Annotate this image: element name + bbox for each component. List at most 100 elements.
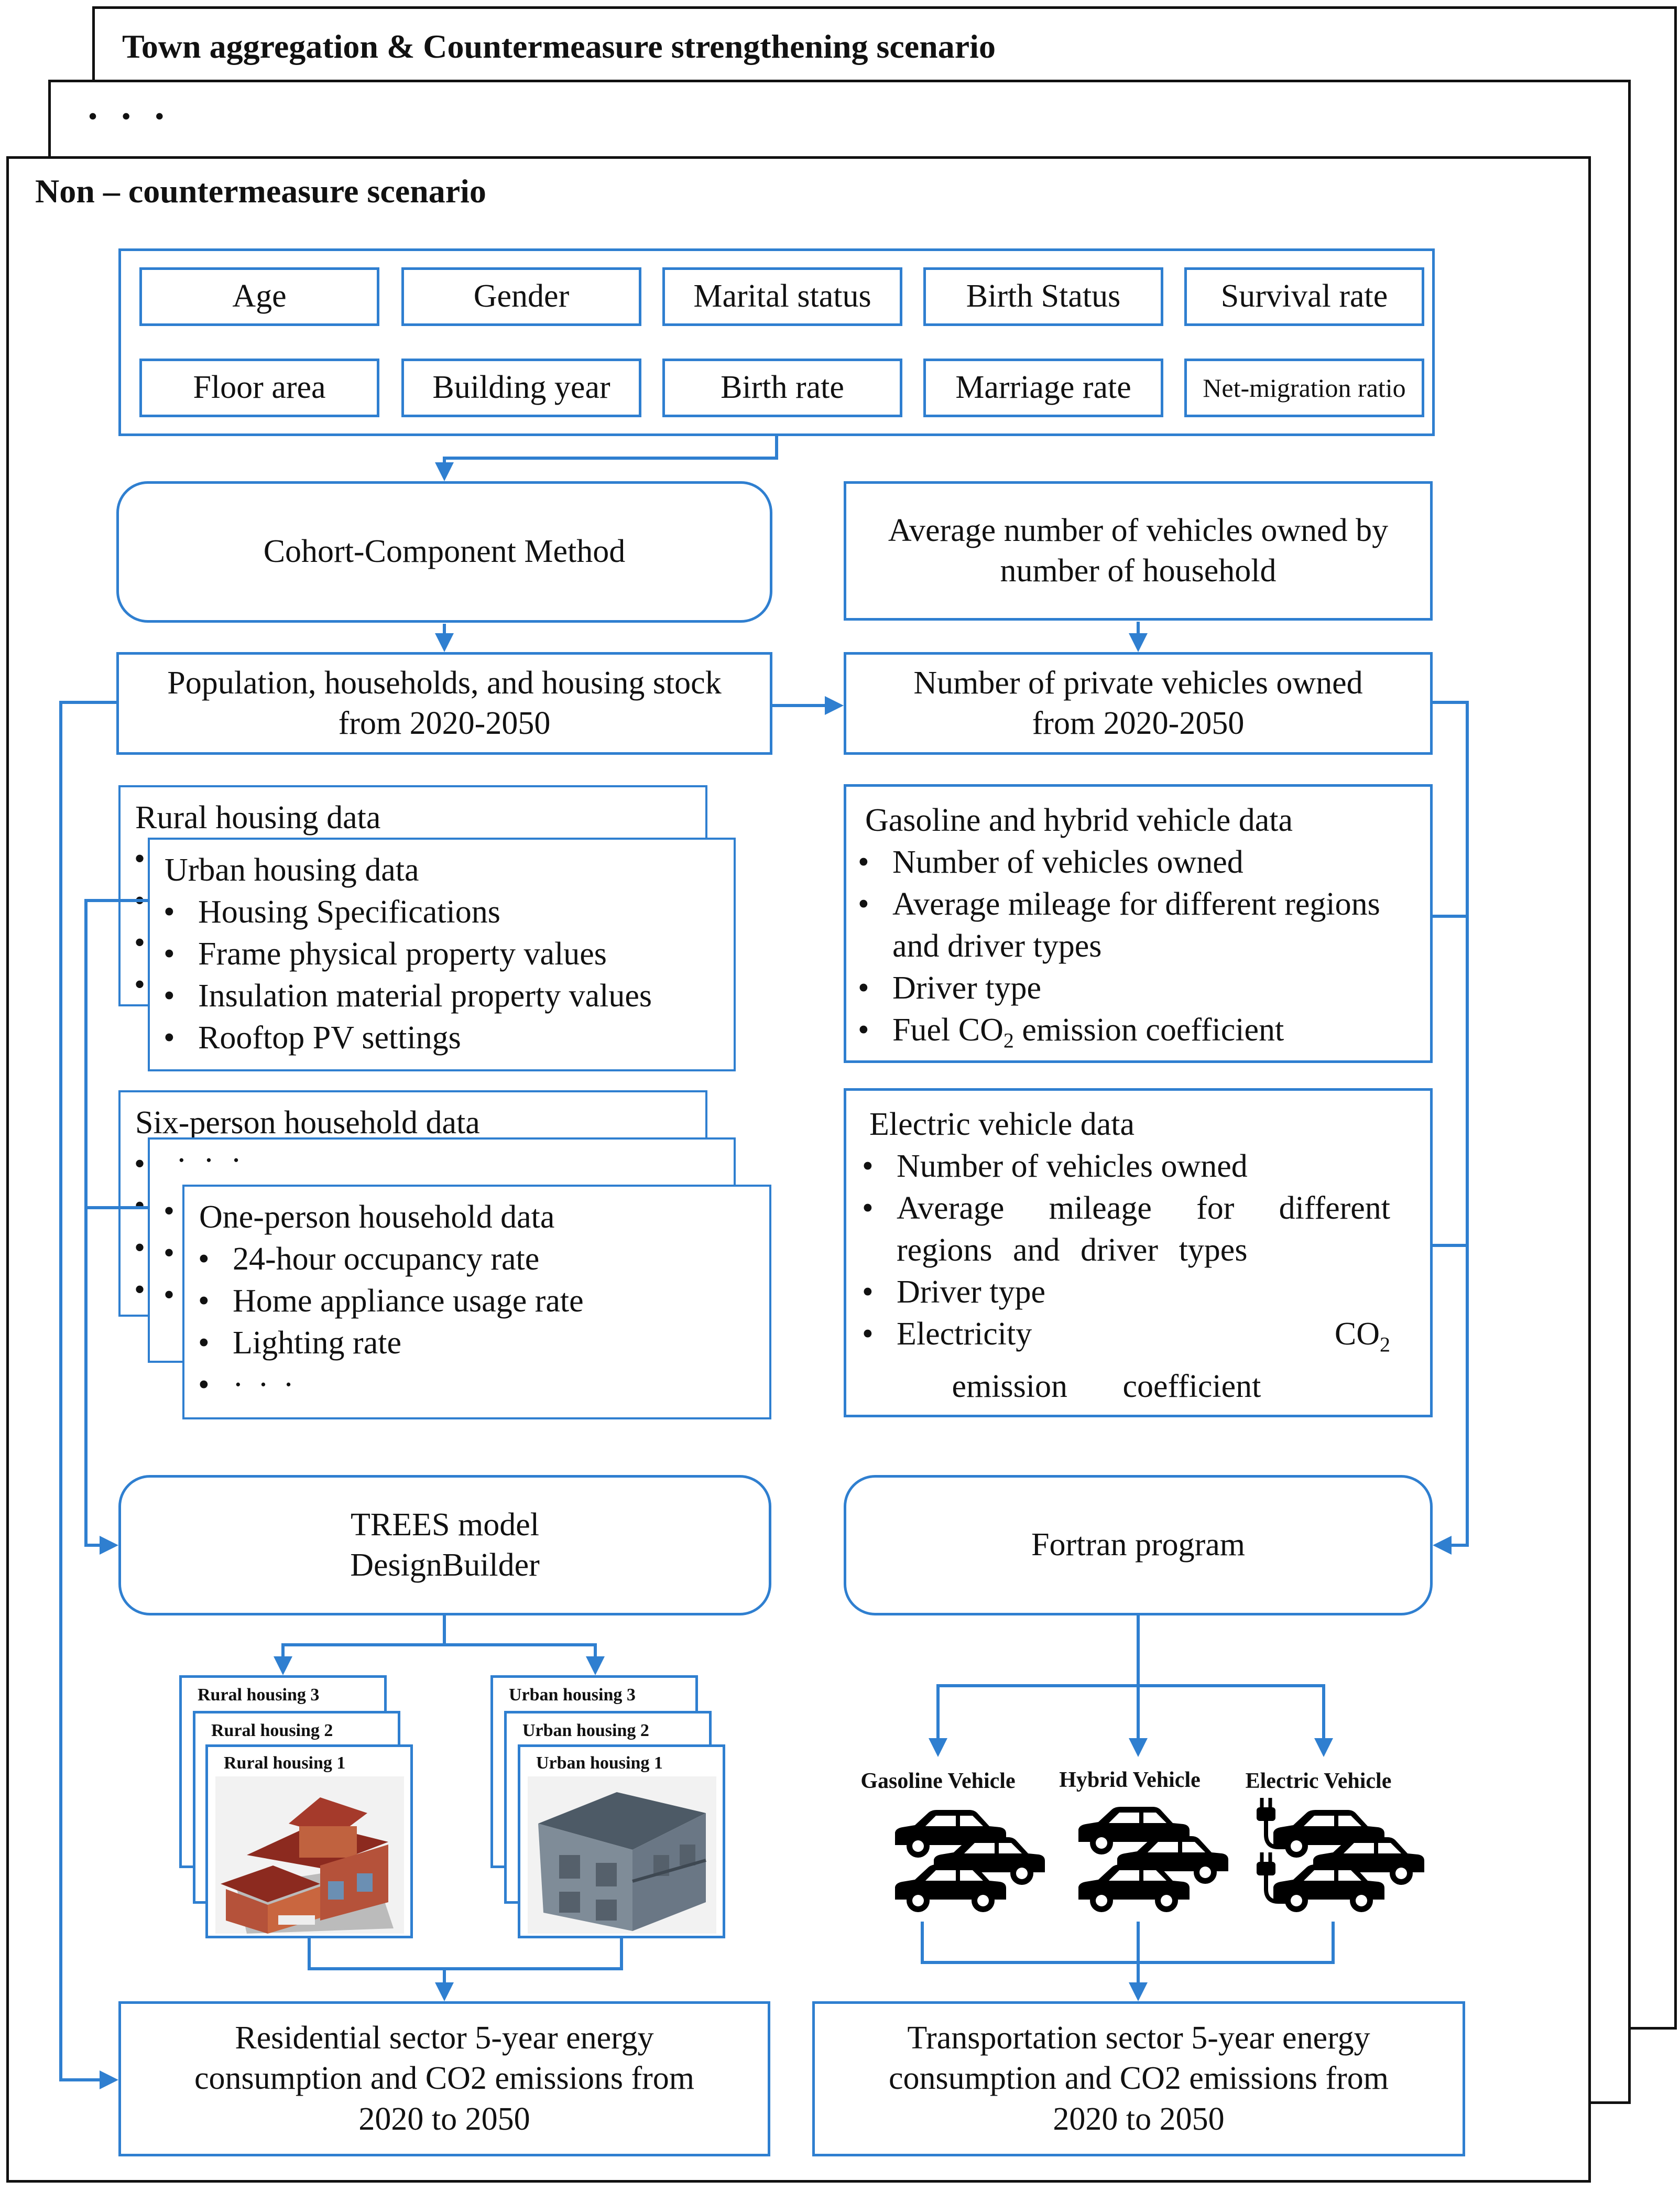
six-person-bullets: •••• [134,1146,146,1307]
gasoline-item: Driver type [846,967,1423,1009]
scenario-title-back: Town aggregation & Countermeasure streng… [122,28,996,65]
gasoline-item: Number of vehicles owned [846,841,1423,883]
connector-housing-to-trees [84,899,148,1555]
rural-housing-card-1: Rural housing 1 [205,1744,413,1938]
urban-housing-title: Urban housing data [165,852,419,888]
hybrid-car-icon [1078,1864,1190,1912]
gasoline-item: Average mileage for different regions an… [846,883,1423,967]
one-person-item: Lighting rate [187,1322,584,1364]
urban-housing-card-1: Urban housing 1 [518,1744,725,1938]
residential-result-line-1: Residential sector 5-year energy [235,2020,654,2056]
six-person-household-title: Six-person household data [135,1105,480,1141]
rural-housing-card-2-label: Rural housing 2 [211,1721,333,1740]
trees-model-line-2: DesignBuilder [350,1547,540,1583]
fortran-program-box: Fortran program [844,1475,1433,1615]
residential-result-line-2: consumption and CO2 emissions from [194,2060,695,2097]
connector-vehicles-merge [921,1922,1335,1964]
population-line-1: Population, households, and housing stoc… [167,665,722,701]
urban-housing-card-3-label: Urban housing 3 [509,1685,636,1705]
fuel-co2-subscript: 2 [1003,1028,1014,1053]
gasoline-hybrid-data-box: Gasoline and hybrid vehicle data Number … [844,784,1433,1063]
connector-factors-to-cohort [435,436,778,481]
ev-co2-prefix: Electricity CO [897,1316,1380,1352]
factor-building-year: Building year [401,359,641,417]
rural-housing-title: Rural housing data [135,800,381,836]
urban-housing-list: Housing Specifications Frame physical pr… [152,891,652,1059]
factor-net-migration-ratio: Net-migration ratio [1184,359,1424,417]
urban-housing-item: Rooftop PV settings [152,1017,652,1059]
one-person-household-title: One-person household data [199,1199,555,1235]
factor-marriage-rate: Marriage rate [923,359,1163,417]
one-person-item: 24-hour occupancy rate [187,1238,584,1280]
residential-result-line-3: 2020 to 2050 [358,2101,530,2137]
gasoline-vehicle-label: Gasoline Vehicle [860,1769,1016,1793]
middle-household-bullets: ••• [163,1194,175,1312]
one-person-household-card: One-person household data 24-hour occupa… [182,1185,771,1419]
connector-spine-to-residential [59,701,118,2089]
ev-co2-suffix: emission coefficient [897,1369,1261,1405]
private-vehicles-box: Number of private vehicles owned from 20… [844,652,1433,755]
urban-housing-item: Frame physical property values [152,933,652,975]
fuel-co2-suffix: emission coefficient [1013,1012,1284,1048]
one-person-item: · · · [187,1364,584,1406]
gasoline-hybrid-title: Gasoline and hybrid vehicle data [865,802,1293,838]
transport-result-line-3: 2020 to 2050 [1053,2101,1225,2137]
connector-right-spine [1433,701,1469,1555]
gasoline-item-fuel-co2: Fuel CO2 emission coefficient [846,1009,1423,1061]
average-vehicles-line-1: Average number of vehicles owned by [888,512,1389,548]
average-vehicles-box: Average number of vehicles owned by numb… [844,481,1433,621]
urban-housing-item: Housing Specifications [152,891,652,933]
scenario-title-front: Non – countermeasure scenario [35,172,486,210]
factor-birth-status: Birth Status [923,267,1163,326]
electric-vehicle-label: Electric Vehicle [1245,1769,1392,1793]
gasoline-hybrid-list: Number of vehicles owned Average mileage… [846,841,1423,1061]
average-vehicles-line-2: number of household [1000,553,1277,589]
connector-fortran-electric [1138,1684,1333,1757]
cohort-component-method-box: Cohort-Component Method [116,481,772,623]
electric-vehicle-list: Number of vehicles owned Average mileage… [850,1145,1390,1407]
scenario-title-middle: • • • [89,103,173,129]
trees-model-box: TREES model DesignBuilder [118,1475,771,1615]
one-person-item: Home appliance usage rate [187,1280,584,1322]
factor-floor-area: Floor area [139,359,379,417]
factor-birth-rate: Birth rate [662,359,902,417]
transport-result-line-1: Transportation sector 5-year energy [907,2020,1370,2056]
factor-marital-status: Marital status [662,267,902,326]
electric-vehicle-data-box: Electric vehicle data Number of vehicles… [844,1088,1433,1417]
fuel-co2-prefix: Fuel CO [892,1012,1003,1048]
hybrid-vehicle-label: Hybrid Vehicle [1059,1768,1201,1792]
ev-item: Average mileage for different regions an… [850,1187,1390,1271]
electric-vehicle-title: Electric vehicle data [869,1107,1135,1142]
middle-household-ellipsis: · · · [176,1143,246,1178]
population-households-box: Population, households, and housing stoc… [116,652,772,755]
connector-trees-to-cards [274,1615,446,1675]
factor-gender: Gender [401,267,641,326]
urban-housing-card-2-label: Urban housing 2 [522,1721,649,1740]
population-line-2: from 2020-2050 [338,706,551,741]
connector-trees-to-urban-cards [444,1643,605,1675]
transportation-result-box: Transportation sector 5-year energy cons… [812,2001,1465,2156]
urban-house-illustration [528,1776,716,1934]
private-vehicles-line-2: from 2020-2050 [1032,706,1245,741]
ev-item-electricity-co2: Electricity CO2 emission coefficient [850,1313,1390,1407]
urban-housing-data-card: Urban housing data Housing Specification… [148,838,736,1071]
factor-survival-rate: Survival rate [1184,267,1424,326]
urban-housing-card-1-label: Urban housing 1 [536,1753,663,1773]
transport-result-line-2: consumption and CO2 emissions from [888,2060,1389,2097]
connector-cards-to-residential [308,1938,623,1970]
ev-item: Driver type [850,1271,1390,1313]
residential-result-box: Residential sector 5-year energy consump… [118,2001,770,2156]
rural-housing-card-1-label: Rural housing 1 [224,1753,346,1773]
one-person-household-list: 24-hour occupancy rate Home appliance us… [187,1238,584,1406]
rural-housing-card-3-label: Rural housing 3 [198,1685,320,1705]
urban-housing-item: Insulation material property values [152,975,652,1017]
ev-item: Number of vehicles owned [850,1145,1390,1187]
connector-fortran-split [929,1615,1140,1757]
factor-age: Age [139,267,379,326]
ev-co2-subscript: 2 [1380,1332,1390,1357]
private-vehicles-line-1: Number of private vehicles owned [913,665,1363,701]
rural-house-illustration [215,1776,404,1934]
trees-model-line-1: TREES model [351,1506,539,1543]
